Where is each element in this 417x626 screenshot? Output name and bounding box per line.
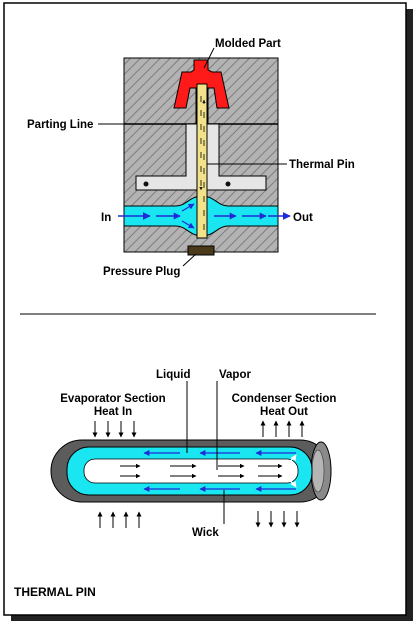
label-in: In xyxy=(101,212,111,224)
label-condenser-section: Condenser Section xyxy=(232,393,337,405)
label-molded-part: Molded Part xyxy=(215,38,281,50)
condensation-curl-bot xyxy=(283,477,297,488)
vapor-core xyxy=(83,458,299,484)
label-thermal-pin: Thermal Pin xyxy=(289,159,355,171)
pipe-end-cap-inner xyxy=(311,449,325,493)
label-wick: Wick xyxy=(192,527,219,539)
label-vapor: Vapor xyxy=(219,369,251,381)
evaporation-curl-top xyxy=(95,459,115,469)
label-parting-line: Parting Line xyxy=(27,119,93,131)
mold-section: Molded Part Parting Line Thermal Pin In … xyxy=(27,38,355,278)
label-liquid: Liquid xyxy=(156,369,191,381)
thermal-pin-rod xyxy=(196,83,208,239)
label-heat-in: Heat In xyxy=(94,406,132,418)
label-heat-out: Heat Out xyxy=(260,406,308,418)
label-out: Out xyxy=(293,212,313,224)
figure-caption: THERMAL PIN xyxy=(14,585,96,599)
pressure-plug xyxy=(187,245,215,256)
o-ring-left xyxy=(143,181,149,187)
leader-molded-part xyxy=(203,47,215,69)
flow-arrow-2 xyxy=(181,203,195,212)
leader-pressure-plug xyxy=(182,253,197,267)
flow-arrow-3 xyxy=(181,220,195,229)
evaporation-curl-bot xyxy=(95,473,115,483)
condensation-curl-top xyxy=(283,454,297,465)
o-ring-right xyxy=(225,181,231,187)
label-pressure-plug: Pressure Plug xyxy=(103,266,180,278)
label-evaporator-section: Evaporator Section xyxy=(60,393,165,405)
heat-pipe-section: Liquid Vapor Evaporator Section Heat In … xyxy=(50,369,337,539)
